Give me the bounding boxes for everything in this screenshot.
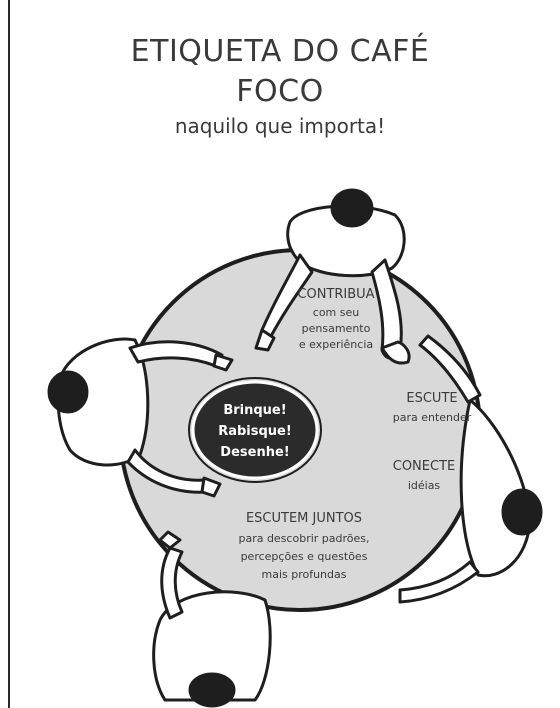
person-left (47, 337, 234, 498)
listen-together-line-2: percepções e questões (241, 550, 368, 563)
listen-together-heading: ESCUTEM JUNTOS (246, 511, 362, 526)
person-right-upper-arm (418, 334, 482, 404)
person-top-head (330, 188, 374, 228)
contribute-line-2: pensamento (302, 322, 371, 335)
listen-heading: ESCUTE (406, 391, 457, 406)
connect-line-1: idéias (408, 479, 441, 492)
connect-heading: CONECTE (393, 459, 455, 474)
person-top (254, 188, 411, 365)
person-right (398, 334, 543, 604)
person-bottom (152, 530, 272, 708)
center-line-3: Desenhe! (220, 445, 289, 460)
title-line-1: ETIQUETA DO CAFÉ (130, 34, 430, 69)
listen-together-line-3: mais profundas (261, 568, 346, 581)
contribute-heading: CONTRIBUA (297, 287, 374, 302)
person-top-left-hand (254, 328, 276, 352)
left-margin-rule (8, 0, 10, 708)
person-right-lower-arm (398, 560, 480, 604)
center-line-1: Brinque! (223, 403, 286, 418)
person-right-shoulders (459, 398, 532, 578)
center-oval-ring (188, 377, 322, 483)
person-bottom-left-arm (160, 546, 184, 620)
person-left-head (47, 370, 89, 414)
listen-line-1: para entender (393, 411, 472, 424)
person-left-upper-hand (212, 353, 234, 372)
center-line-2: Rabisque! (218, 424, 292, 439)
person-right-head (501, 488, 543, 536)
person-top-right-hand (380, 340, 411, 365)
person-bottom-shoulders (152, 590, 272, 702)
contribute-line-3: e experiência (299, 338, 373, 351)
contribute-line-1: com seu (313, 306, 359, 319)
subtitle: naquilo que importa! (174, 114, 386, 138)
person-left-lower-hand (200, 476, 222, 498)
title-line-2: FOCO (236, 74, 324, 109)
listen-together-line-1: para descobrir padrões, (238, 532, 369, 545)
person-bottom-head (188, 672, 236, 708)
center-oval (191, 380, 319, 480)
person-bottom-hand (158, 530, 182, 550)
